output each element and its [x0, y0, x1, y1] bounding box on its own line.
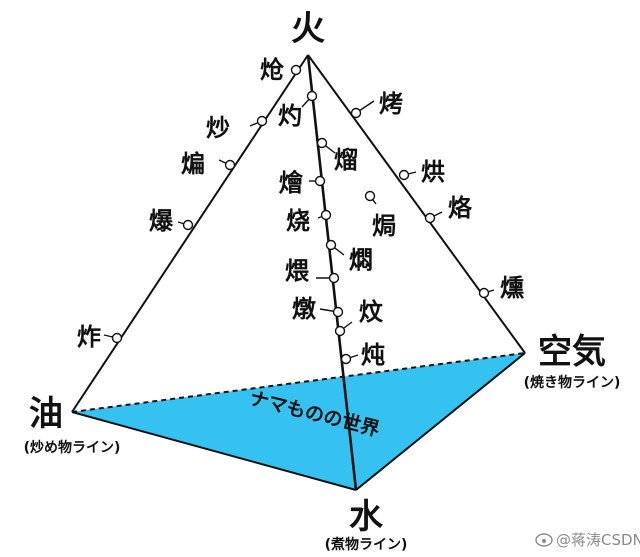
corner-oil-label: 油 — [29, 394, 63, 434]
edge-fire-water — [306, 54, 358, 491]
term-lao: 烙 — [448, 194, 472, 222]
term-bian: 煸 — [181, 150, 205, 178]
term-hui: 燴 — [278, 169, 303, 197]
corner-oil-sub: (炒め物ライン) — [24, 439, 121, 456]
node-dun2 — [340, 353, 352, 365]
node-bian — [224, 159, 236, 171]
node-wei — [328, 272, 340, 284]
term-kao: 烤 — [379, 90, 403, 118]
node-bao — [182, 219, 194, 231]
term-dun2: 炖 — [361, 341, 385, 369]
corner-air-sub: (焼き物ライン) — [524, 374, 621, 391]
water-region-face — [72, 353, 525, 490]
node-qiang — [290, 64, 302, 76]
corner-air-label: 空気 — [538, 332, 606, 372]
term-chao: 炒 — [206, 114, 230, 142]
node-hong — [398, 169, 410, 181]
watermark-text: @蒋涛CSDN — [556, 531, 640, 549]
node-shao — [320, 209, 332, 221]
node-zha — [111, 332, 123, 344]
term-dun: 燉 — [292, 295, 316, 323]
term-ju: 焗 — [372, 212, 396, 240]
corner-water-sub: (煮物ライン) — [325, 536, 408, 553]
term-zhuo: 灼 — [278, 102, 302, 130]
edge-fire-oil — [71, 54, 309, 413]
node-lao — [424, 212, 436, 224]
term-qiang: 炝 — [260, 56, 285, 84]
edge-air-water — [355, 352, 526, 491]
term-wei: 煨 — [285, 257, 310, 285]
edge-fire-air — [307, 54, 526, 354]
node-ju — [364, 190, 376, 202]
node-wen — [334, 325, 346, 337]
node-zhuo — [306, 90, 318, 102]
term-wen: 炆 — [359, 298, 384, 326]
edge-oil-air-hidden — [71, 352, 526, 413]
weibo-icon — [535, 533, 553, 547]
term-zha: 炸 — [77, 323, 101, 351]
term-hong: 烘 — [421, 158, 445, 186]
corner-fire-label: 火 — [291, 9, 325, 49]
term-liu: 熘 — [334, 146, 358, 174]
node-hui — [314, 175, 326, 187]
node-kao — [350, 107, 362, 119]
term-xun: 燻 — [500, 274, 524, 302]
term-bao: 爆 — [149, 207, 174, 235]
node-liu — [316, 137, 328, 149]
term-shao: 烧 — [286, 207, 310, 235]
term-men: 燜 — [349, 246, 373, 274]
node-dun — [332, 306, 344, 318]
node-men — [325, 239, 337, 251]
corner-water-label: 水 — [349, 497, 384, 537]
node-chao — [256, 115, 268, 127]
node-xun — [478, 287, 490, 299]
edge-oil-water — [71, 411, 357, 491]
